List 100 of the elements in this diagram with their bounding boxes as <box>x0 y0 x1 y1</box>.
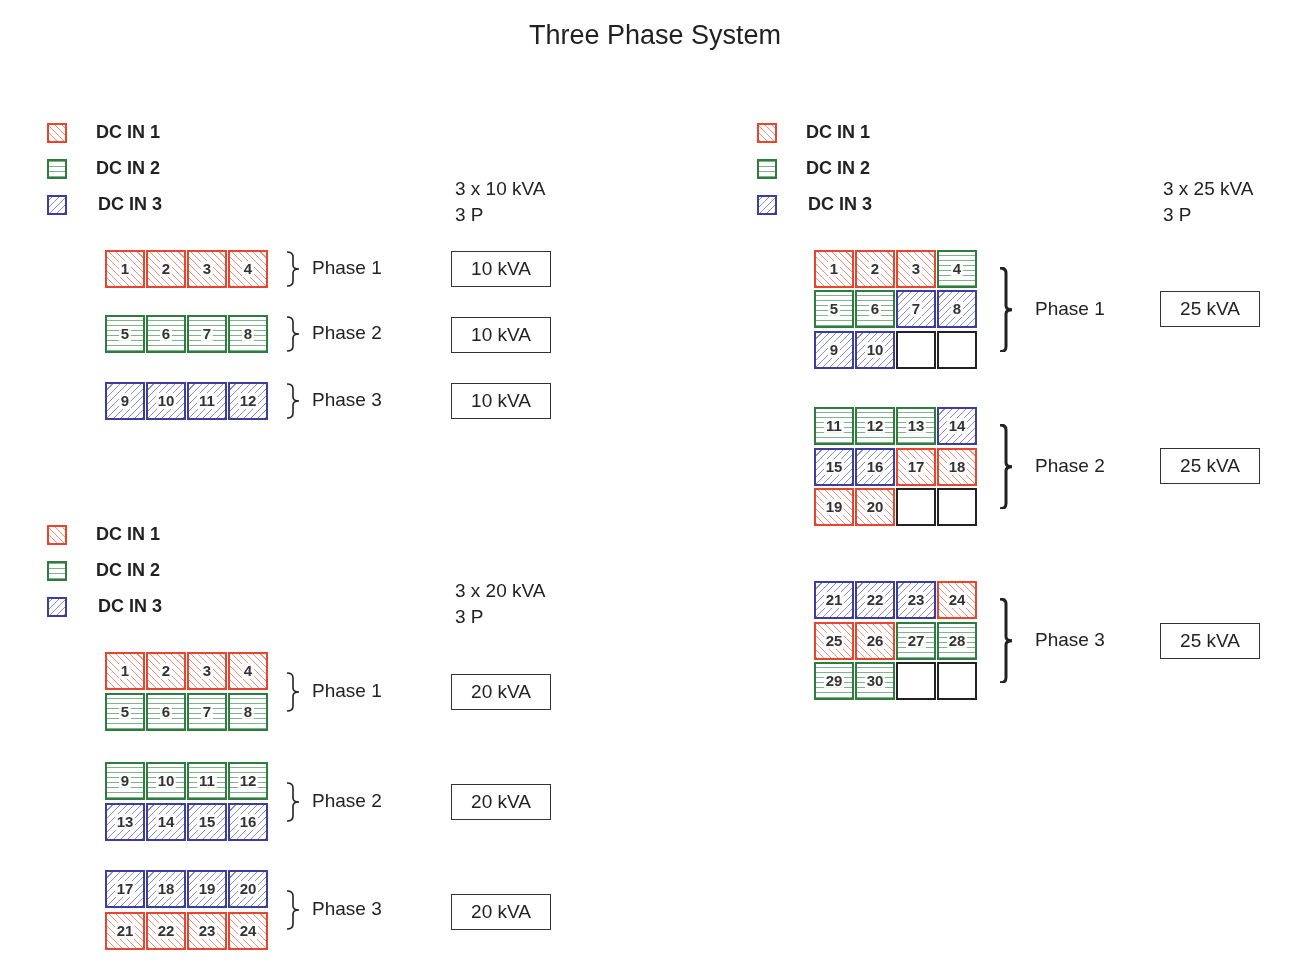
module-tile: 22 <box>146 912 186 950</box>
module-tile: 9 <box>105 762 145 800</box>
module-tile: 17 <box>896 448 936 486</box>
module-tile: 18 <box>146 870 186 908</box>
phase-label: Phase 2 <box>312 789 382 812</box>
module-tile: 8 <box>937 290 977 328</box>
phase-label: Phase 3 <box>1035 628 1105 651</box>
module-tile: 6 <box>146 693 186 731</box>
module-tile: 1 <box>105 652 145 690</box>
module-tile: 23 <box>187 912 227 950</box>
rating-label: 3 P <box>1163 204 1192 226</box>
module-tile: 11 <box>814 407 854 445</box>
module-tile: 28 <box>937 622 977 660</box>
module-tile: 25 <box>814 622 854 660</box>
legend-label: DC IN 3 <box>98 194 162 215</box>
module-tile: 10 <box>146 382 186 420</box>
module-tile: 9 <box>814 331 854 369</box>
module-tile: 11 <box>187 382 227 420</box>
module-tile: 26 <box>855 622 895 660</box>
module-tile: 10 <box>146 762 186 800</box>
legend-label: DC IN 1 <box>96 524 160 545</box>
diagram-title: Three Phase System <box>527 20 783 51</box>
legend-label: DC IN 1 <box>806 122 870 143</box>
module-tile: 2 <box>855 250 895 288</box>
module-tile: 21 <box>814 581 854 619</box>
module-tile: 2 <box>146 652 186 690</box>
module-tile: 1 <box>105 250 145 288</box>
module-tile: 29 <box>814 662 854 700</box>
legend-label: DC IN 2 <box>806 158 870 179</box>
module-tile: 12 <box>228 762 268 800</box>
module-tile: 7 <box>187 315 227 353</box>
module-tile: 11 <box>187 762 227 800</box>
rating-box: 10 kVA <box>451 383 551 419</box>
module-tile: 21 <box>105 912 145 950</box>
rating-box: 20 kVA <box>451 894 551 930</box>
module-tile: 20 <box>228 870 268 908</box>
module-tile: 4 <box>228 652 268 690</box>
module-tile: 14 <box>146 803 186 841</box>
module-tile: 19 <box>187 870 227 908</box>
module-tile: 4 <box>228 250 268 288</box>
module-tile: 5 <box>105 693 145 731</box>
rating-label: 3 P <box>455 606 484 628</box>
phase-label: Phase 3 <box>312 898 382 920</box>
legend-label: DC IN 3 <box>808 194 872 215</box>
module-tile: 19 <box>814 488 854 526</box>
module-tile: 1 <box>814 250 854 288</box>
module-tile: 12 <box>228 382 268 420</box>
phase-label: Phase 1 <box>1035 297 1105 320</box>
phase-label: Phase 1 <box>312 679 382 702</box>
module-tile: 22 <box>855 581 895 619</box>
legend-label: DC IN 3 <box>98 596 162 617</box>
module-tile: 15 <box>187 803 227 841</box>
module-tile: 20 <box>855 488 895 526</box>
phase-label: Phase 2 <box>1035 454 1105 477</box>
module-tile: 15 <box>814 448 854 486</box>
rating-label: 3 x 20 kVA <box>455 580 546 602</box>
rating-box: 25 kVA <box>1160 623 1260 659</box>
module-tile: 9 <box>105 382 145 420</box>
module-tile: 3 <box>187 250 227 288</box>
rating-box: 25 kVA <box>1160 291 1260 327</box>
module-tile: 17 <box>105 870 145 908</box>
legend-label: DC IN 2 <box>96 158 160 179</box>
phase-label: Phase 1 <box>312 257 382 279</box>
module-tile: 16 <box>855 448 895 486</box>
rating-label: 3 x 25 kVA <box>1163 178 1254 200</box>
rating-label: 3 x 10 kVA <box>455 178 546 200</box>
module-tile: 27 <box>896 622 936 660</box>
module-tile: 13 <box>896 407 936 445</box>
module-tile: 4 <box>937 250 977 288</box>
module-tile: 14 <box>937 407 977 445</box>
phase-label: Phase 3 <box>312 389 382 411</box>
module-tile: 16 <box>228 803 268 841</box>
module-tile: 3 <box>896 250 936 288</box>
legend-label: DC IN 2 <box>96 560 160 581</box>
rating-box: 10 kVA <box>451 251 551 287</box>
module-tile: 30 <box>855 662 895 700</box>
module-tile: 8 <box>228 315 268 353</box>
rating-box: 25 kVA <box>1160 448 1260 484</box>
module-tile: 5 <box>105 315 145 353</box>
module-tile: 10 <box>855 331 895 369</box>
module-tile: 24 <box>937 581 977 619</box>
module-tile: 3 <box>187 652 227 690</box>
module-tile: 13 <box>105 803 145 841</box>
rating-box: 10 kVA <box>451 317 551 353</box>
module-tile: 24 <box>228 912 268 950</box>
module-tile: 23 <box>896 581 936 619</box>
module-tile: 2 <box>146 250 186 288</box>
module-tile: 6 <box>146 315 186 353</box>
module-tile: 5 <box>814 290 854 328</box>
rating-label: 3 P <box>455 204 484 226</box>
module-tile: 7 <box>896 290 936 328</box>
module-tile: 8 <box>228 693 268 731</box>
rating-box: 20 kVA <box>451 674 551 710</box>
rating-box: 20 kVA <box>451 784 551 820</box>
legend-label: DC IN 1 <box>96 122 160 143</box>
phase-label: Phase 2 <box>312 322 382 344</box>
module-tile: 12 <box>855 407 895 445</box>
module-tile: 6 <box>855 290 895 328</box>
module-tile: 7 <box>187 693 227 731</box>
module-tile: 18 <box>937 448 977 486</box>
